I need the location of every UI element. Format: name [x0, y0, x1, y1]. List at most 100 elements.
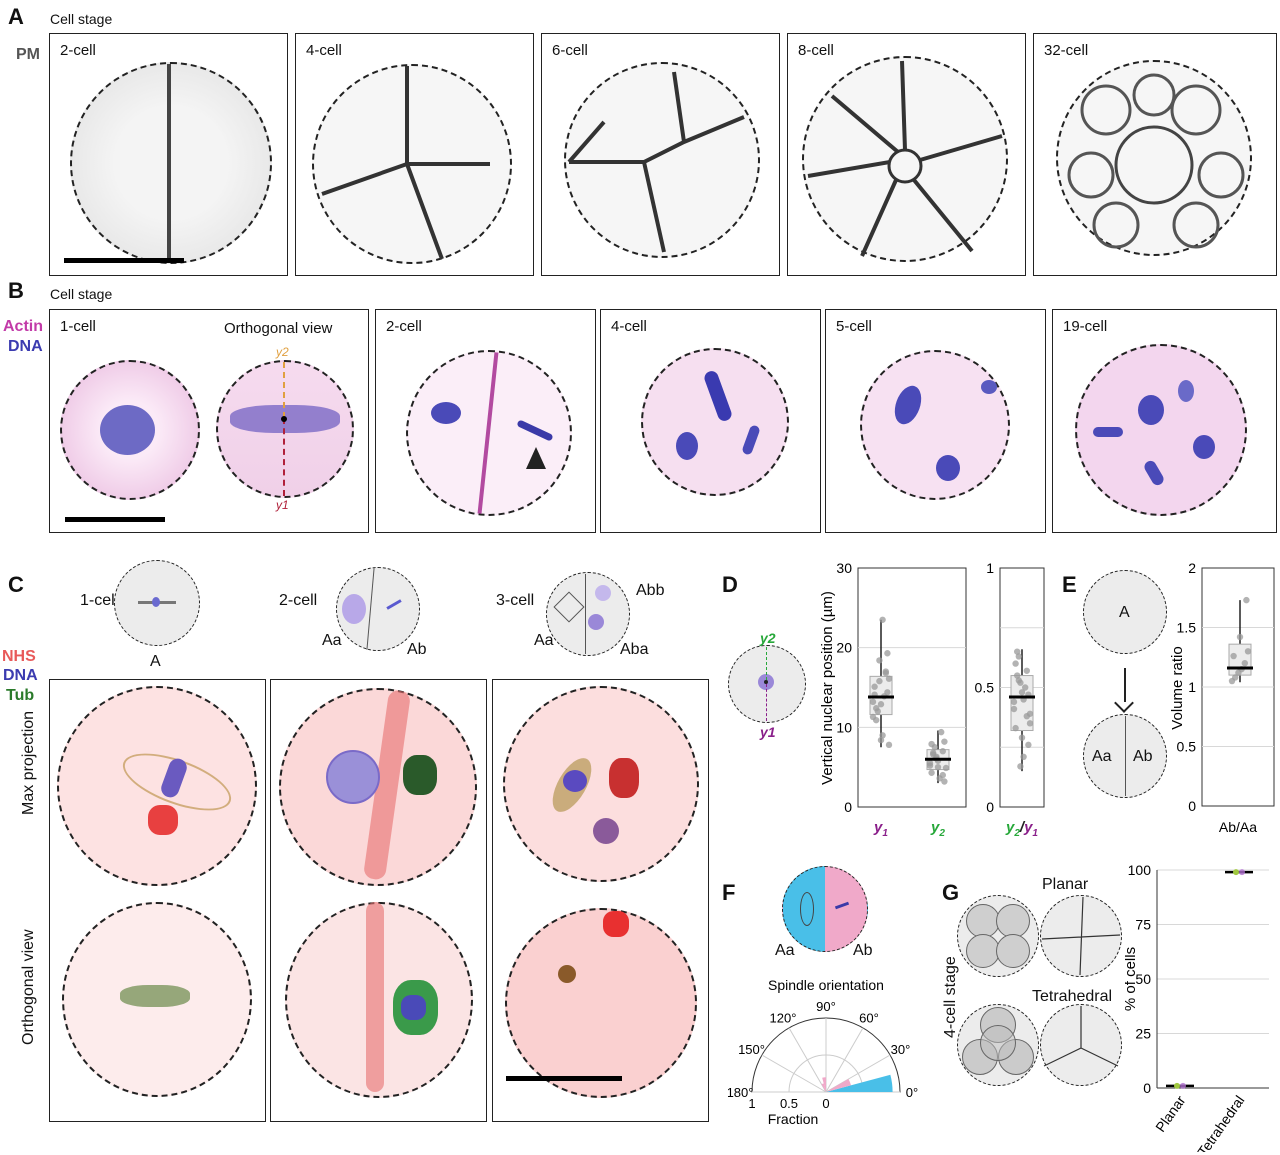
- x-category-label: Ab/Aa: [1219, 819, 1257, 835]
- planar-section-lines: [1041, 896, 1121, 976]
- schematic-cell-Aa: Aa: [322, 632, 342, 649]
- x-category-label: Planar: [1152, 1092, 1189, 1135]
- schematic-center: [764, 680, 768, 684]
- nucleus: [936, 455, 960, 481]
- nucleus: [593, 818, 619, 844]
- orthogonal-outline: [505, 908, 697, 1098]
- y2-label: y2: [276, 345, 289, 359]
- data-point: [941, 738, 948, 745]
- tetrahedral-label: Tetrahedral: [1032, 988, 1113, 1005]
- embryo-outline: [503, 686, 699, 882]
- stage-label: 1-cell: [60, 318, 96, 335]
- y-axis-label: Volume ratio: [1170, 646, 1186, 729]
- nhs-body-orthogonal: [603, 911, 629, 937]
- nucleus: [1138, 395, 1164, 425]
- panel-b-letter: B: [8, 278, 24, 303]
- panel-a-image-8cell: 8-cell: [787, 33, 1026, 276]
- panel-b-image-4cell: 4-cell: [600, 309, 821, 533]
- y-tick-label: 50: [1135, 971, 1151, 987]
- angle-label: 120°: [770, 1011, 797, 1026]
- y-tick-label: 100: [1128, 862, 1152, 878]
- channel-tub-label: Tub: [6, 687, 35, 704]
- panel-a-letter: A: [8, 4, 24, 29]
- orthogonal-view-label: Orthogonal view: [224, 320, 333, 337]
- data-point: [1017, 763, 1024, 770]
- nucleus: [1193, 435, 1215, 459]
- stage-label: 32-cell: [1044, 42, 1089, 59]
- stage-label: 5-cell: [836, 318, 872, 335]
- y2-line: [766, 647, 767, 680]
- y-axis-label: Vertical nuclear position (µm): [819, 591, 836, 785]
- panel-a-image-4cell: 4-cell: [295, 33, 534, 276]
- panel-a-header: Cell stage: [50, 11, 113, 27]
- schematic-cell-Aa: Aa: [534, 632, 554, 649]
- nucleus: [1178, 380, 1194, 402]
- data-point: [1012, 724, 1019, 732]
- polar-spoke: [761, 1054, 827, 1093]
- radial-tick-label: 1: [748, 1096, 755, 1111]
- planar-3d-schematic: [957, 895, 1039, 977]
- y-tick-label: 30: [836, 560, 852, 576]
- data-point: [1236, 633, 1244, 641]
- schematic-1cell-label: 1-cell: [80, 592, 119, 609]
- data-point: [871, 683, 878, 690]
- channel-dna-label: DNA: [3, 667, 38, 684]
- cell-membranes: [807, 60, 1003, 257]
- nucleus: [981, 380, 997, 394]
- schematic-nucleus: [588, 614, 604, 630]
- schematic-cell-a: [1083, 570, 1167, 654]
- sphere: [966, 934, 1000, 968]
- stage-label: 2-cell: [60, 42, 96, 59]
- schematic-3cell: [546, 572, 630, 656]
- nucleus: [431, 402, 461, 424]
- scale-bar: [506, 1076, 622, 1081]
- x-axis-label: Fraction: [768, 1111, 819, 1127]
- arrow-shaft: [1124, 668, 1126, 702]
- schematic-2cell-label: 2-cell: [279, 592, 318, 609]
- sphere: [966, 904, 1000, 938]
- data-point: [873, 705, 880, 712]
- schematic-cell-Aba: Aba: [620, 641, 649, 658]
- panel-g-letter: G: [942, 880, 960, 905]
- chromosomes: [563, 770, 587, 792]
- data-point: [939, 748, 946, 755]
- data-point: [1025, 741, 1032, 749]
- y-tick-label: 1: [986, 560, 994, 576]
- spindle-orthogonal: [120, 985, 190, 1007]
- polar-spoke: [788, 1027, 827, 1093]
- panel-b-image-2cell: 2-cell: [375, 309, 596, 533]
- data-point: [1243, 596, 1250, 604]
- data-point: [1022, 684, 1029, 691]
- panel-a-image-32cell: 32-cell: [1033, 33, 1277, 276]
- y-tick-label: 75: [1135, 917, 1151, 933]
- data-point: [1230, 652, 1237, 660]
- angle-label: 150°: [738, 1042, 765, 1057]
- schematic-cell-Ab: Ab: [407, 641, 427, 658]
- data-point: [882, 668, 889, 675]
- nucleus: [676, 432, 698, 460]
- y-tick-label: 0: [1188, 798, 1196, 814]
- radial-tick-label: 0: [822, 1096, 829, 1111]
- data-point: [879, 616, 886, 623]
- y-axis-label: % of cells: [1125, 947, 1139, 1011]
- data-point: [1241, 660, 1248, 667]
- data-point: [1018, 734, 1026, 741]
- y2-line: [283, 362, 285, 418]
- panel-a-row-label: PM: [16, 46, 40, 63]
- x-category-label: y1: [873, 819, 888, 839]
- chart-title: Spindle orientation: [768, 977, 884, 993]
- panel-c-image-3cell: [492, 679, 709, 1122]
- schematic-spindle: [800, 892, 814, 926]
- angle-label: 60°: [859, 1011, 879, 1026]
- nucleus: [1093, 427, 1123, 437]
- nhs-membrane-orthogonal: [366, 902, 384, 1092]
- polar-spoke: [825, 1027, 864, 1093]
- cleavage-membrane: [167, 64, 171, 262]
- data-point: [939, 771, 946, 779]
- panel-c-image-2cell: [270, 679, 487, 1122]
- cell-membranes: [1067, 73, 1245, 249]
- y-tick-label: 0: [1143, 1080, 1151, 1096]
- channel-dna-label: DNA: [8, 338, 43, 355]
- y-tick-label: 0: [844, 799, 852, 815]
- data-point: [941, 778, 948, 785]
